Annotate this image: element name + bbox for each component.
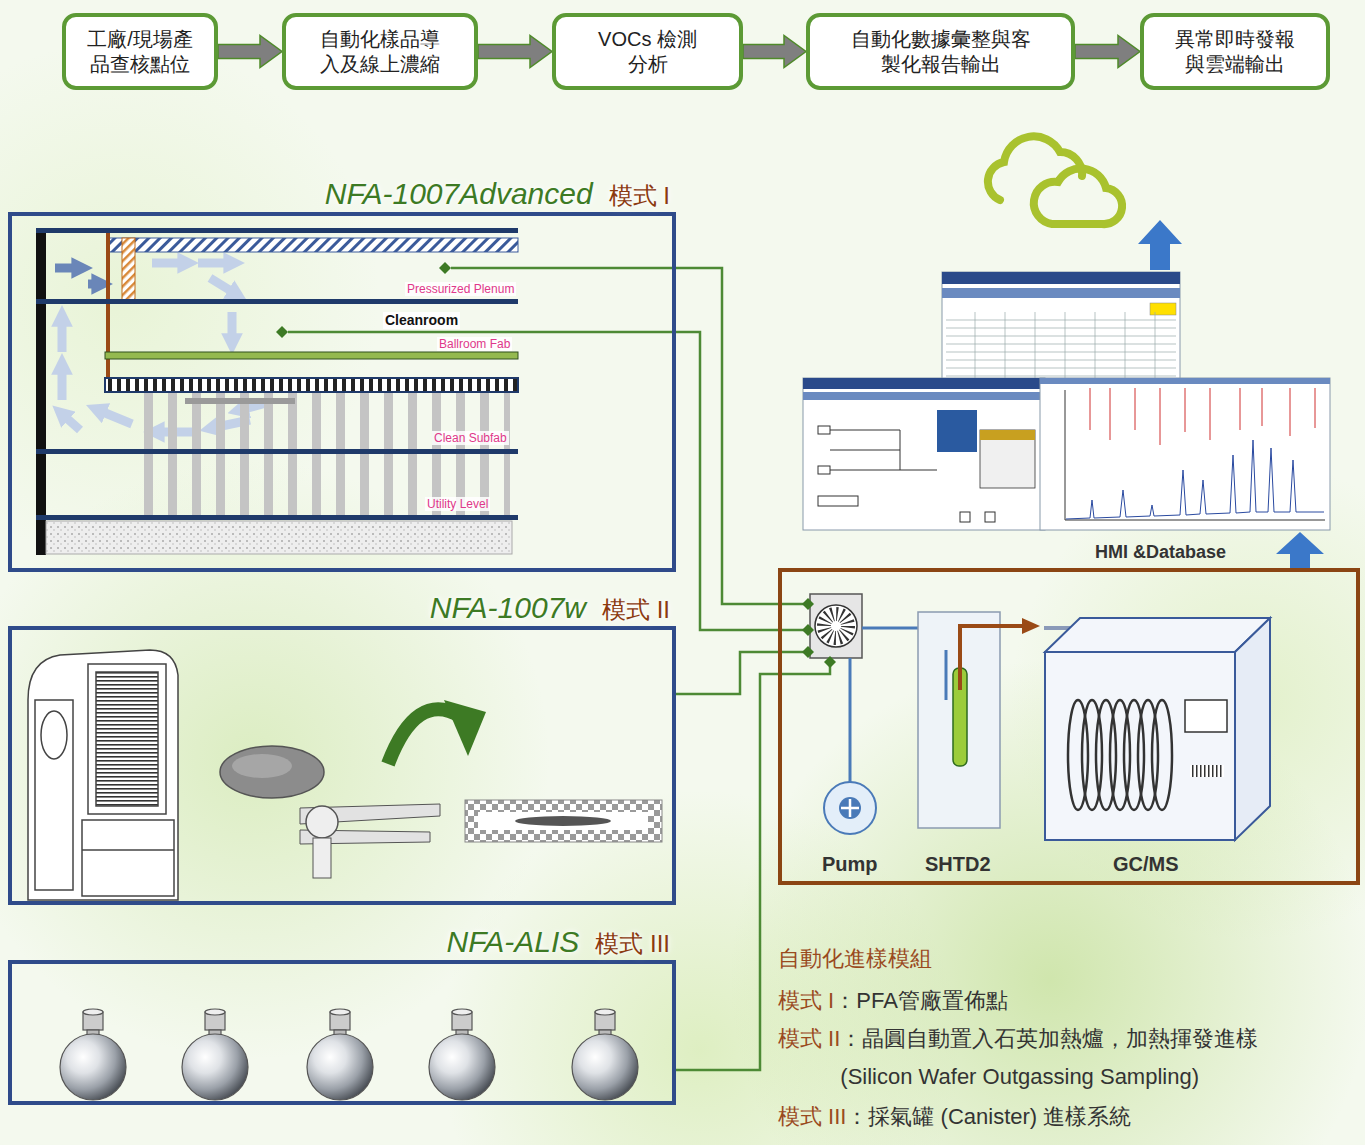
wafer-furnace-illustration	[28, 650, 662, 900]
zone-label: Cleanroom	[383, 312, 460, 329]
sampling-line	[676, 332, 778, 630]
mode-name: 模式 III	[778, 1098, 846, 1136]
mode-name: 模式 III	[595, 928, 670, 960]
zone-label: Pressurized Plenum	[405, 282, 516, 296]
hmi-screens-illustration	[803, 272, 1330, 530]
legend-row: 模式 I：PFA管廠置佈點	[778, 982, 1323, 1020]
zone-label: Utility Level	[425, 497, 490, 511]
cloud-icon	[988, 136, 1122, 224]
model-name: NFA-1007w	[430, 591, 586, 625]
data-arrow	[1276, 532, 1324, 568]
mode-description: ：PFA管廠置佈點	[834, 982, 1323, 1020]
panel-heading: NFA-1007w 模式 II	[430, 591, 670, 626]
process-box: VOCs 檢測分析	[552, 13, 743, 90]
sampling-mode-panel: NFA-1007Advanced模式 IPressurized PlenumCl…	[8, 212, 676, 572]
process-label: 異常即時發報與雲端輸出	[1173, 27, 1298, 77]
flow-arrow	[743, 36, 806, 68]
process-box: 工廠/現場產品查核點位	[62, 13, 218, 90]
legend-row: 模式 II：晶圓自動置入石英加熱爐，加熱揮發進樣 (Silicon Wafer …	[778, 1020, 1323, 1096]
process-box: 異常即時發報與雲端輸出	[1140, 13, 1330, 90]
process-label: VOCs 檢測分析	[598, 27, 698, 77]
mode-description: ：晶圓自動置入石英加熱爐，加熱揮發進樣 (Silicon Wafer Outga…	[840, 1020, 1323, 1096]
upload-arrow	[1138, 220, 1182, 270]
model-name: NFA-ALIS	[447, 925, 580, 959]
mode-name: 模式 II	[778, 1020, 840, 1058]
process-label: 自動化樣品導入及線上濃縮	[318, 27, 443, 77]
panel-heading: NFA-1007Advanced 模式 I	[325, 177, 670, 212]
cleanroom-illustration	[36, 228, 676, 555]
component-label: SHTD2	[925, 852, 991, 876]
component-label: GC/MS	[1113, 852, 1179, 876]
hmi-screen: HMI &Database	[800, 270, 1335, 532]
zone-label: Clean Subfab	[432, 431, 509, 445]
sampling-line	[676, 268, 778, 604]
flow-arrow	[218, 36, 282, 68]
process-box: 自動化樣品導入及線上濃縮	[282, 13, 478, 90]
legend-row: 模式 III：採氣罐 (Canister) 進樣系統	[778, 1098, 1323, 1136]
component-label: Pump	[822, 852, 878, 876]
sampling-mode-panel: NFA-ALIS模式 III	[8, 960, 676, 1105]
analyzer-box: Pump SHTD2 GC/MS	[778, 568, 1360, 885]
panel-heading: NFA-ALIS 模式 III	[447, 925, 670, 960]
canister-illustration	[60, 1009, 638, 1100]
process-label: 自動化數據彙整與客製化報告輸出	[846, 27, 1036, 77]
zone-label: Ballroom Fab	[437, 337, 512, 351]
process-label: 工廠/現場產品查核點位	[83, 27, 198, 77]
mode-name: 模式 II	[602, 594, 670, 626]
airflow-arrows	[55, 268, 100, 284]
flow-arrow	[478, 36, 552, 68]
model-name: NFA-1007Advanced	[325, 177, 593, 211]
mode-name: 模式 I	[778, 982, 834, 1020]
screen-caption: HMI &Database	[1095, 542, 1226, 563]
process-box: 自動化數據彙整與客製化報告輸出	[806, 13, 1075, 90]
flow-arrow	[1075, 36, 1140, 68]
legend-heading: 自動化進樣模組	[778, 944, 932, 974]
mode-description: ：採氣罐 (Canister) 進樣系統	[846, 1098, 1323, 1136]
sampling-line	[676, 674, 778, 1070]
mode-name: 模式 I	[609, 180, 670, 212]
sampling-mode-panel: NFA-1007w模式 II	[8, 626, 676, 905]
analyzer-illustration	[778, 594, 1270, 840]
